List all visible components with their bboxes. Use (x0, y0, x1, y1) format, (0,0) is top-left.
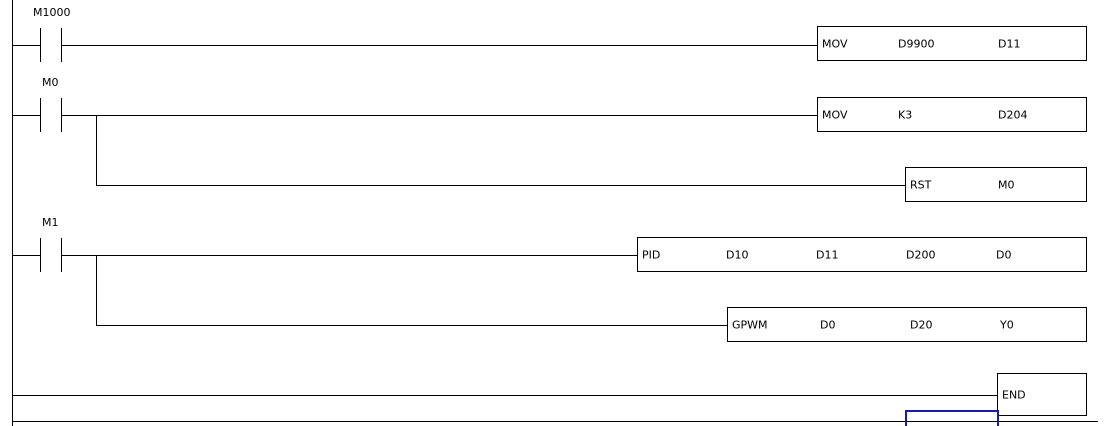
instruction-operator: MOV (822, 108, 848, 121)
instruction-block-rst[interactable]: RST M0 (905, 167, 1087, 202)
rung-3-wire-right (61, 255, 638, 256)
instruction-operand-3: D200 (906, 248, 936, 261)
instruction-block-mov-1[interactable]: MOV D9900 D11 (817, 26, 1087, 61)
rung-1-wire-left (12, 45, 41, 46)
instruction-block-end[interactable]: END (997, 373, 1087, 416)
rung-3-branch-vertical (96, 255, 97, 325)
rung-3-branch-wire (96, 325, 728, 326)
instruction-operator: END (1002, 388, 1026, 401)
instruction-block-pid[interactable]: PID D10 D11 D200 D0 (637, 237, 1087, 272)
contact-m1000[interactable] (40, 28, 62, 62)
instruction-operand-3: Y0 (1000, 318, 1014, 331)
contact-label-m1000: M1000 (33, 6, 71, 19)
contact-m1[interactable] (40, 238, 62, 272)
instruction-operand-1: M0 (998, 178, 1015, 191)
instruction-operand-1: K3 (898, 108, 913, 121)
instruction-operand-2: D11 (816, 248, 839, 261)
rung-2-wire-right (61, 115, 818, 116)
instruction-operator: GPWM (732, 318, 768, 331)
bottom-rail (12, 421, 1098, 422)
rung-1-wire-right (61, 45, 818, 46)
rung-2-branch-wire (96, 185, 906, 186)
instruction-operand-2: D11 (998, 37, 1021, 50)
instruction-operand-1: D10 (726, 248, 749, 261)
instruction-block-mov-2[interactable]: MOV K3 D204 (817, 97, 1087, 132)
contact-m0[interactable] (40, 98, 62, 132)
instruction-operator: RST (910, 178, 932, 191)
selection-cursor[interactable] (905, 410, 999, 426)
rung-3-wire-left (12, 255, 41, 256)
instruction-operator: PID (642, 248, 661, 261)
contact-label-m1: M1 (42, 216, 59, 229)
instruction-operand-2: D20 (910, 318, 933, 331)
rung-2-wire-left (12, 115, 41, 116)
contact-label-m0: M0 (42, 76, 59, 89)
left-power-rail-lower (12, 396, 13, 426)
instruction-block-gpwm[interactable]: GPWM D0 D20 Y0 (727, 307, 1087, 342)
rung-end-wire (12, 395, 998, 396)
instruction-operand-2: D204 (998, 108, 1028, 121)
instruction-operand-1: D0 (820, 318, 836, 331)
left-power-rail (12, 0, 13, 395)
rung-2-branch-vertical (96, 115, 97, 185)
instruction-operator: MOV (822, 37, 848, 50)
instruction-operand-1: D9900 (898, 37, 935, 50)
instruction-operand-4: D0 (996, 248, 1012, 261)
